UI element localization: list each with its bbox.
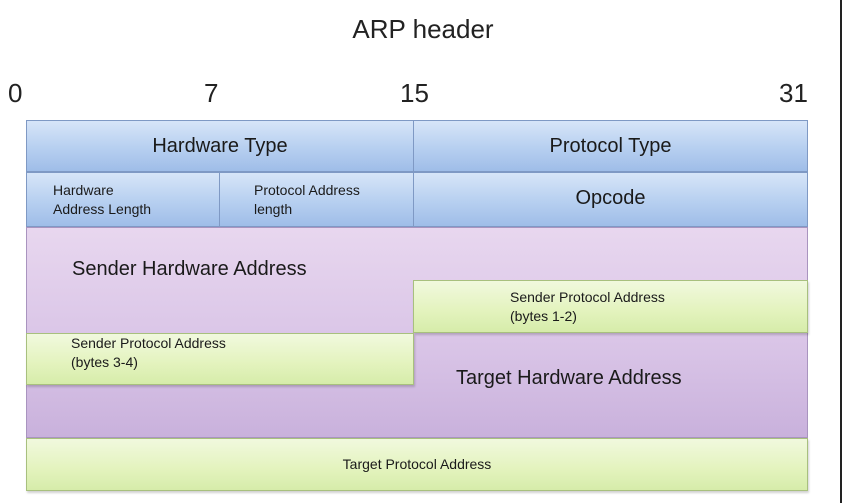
field-protocol-address-length: Protocol Address length xyxy=(219,172,414,227)
field-target-protocol-address-label: Target Protocol Address xyxy=(342,456,492,472)
bit-marker-0: 0 xyxy=(8,78,23,108)
field-hardware-type-label: Hardware Type xyxy=(152,134,288,157)
field-protocol-address-length-line-1: Protocol Address xyxy=(254,181,360,198)
field-sender-protocol-address-1-2-line-1: Sender Protocol Address xyxy=(510,288,665,305)
field-sender-protocol-address-3-4-line-1: Sender Protocol Address xyxy=(71,335,226,351)
field-sender-hardware-address-label: Sender Hardware Address xyxy=(72,258,307,280)
field-protocol-address-length-line-2: length xyxy=(254,200,293,217)
field-hardware-address-length: Hardware Address Length xyxy=(26,172,220,227)
field-sender-protocol-address-1-2: Sender Protocol Address (bytes 1-2) xyxy=(413,280,808,333)
field-hardware-address-length-line-2: Address Length xyxy=(53,200,152,217)
field-sender-protocol-address-3-4-line-2: (bytes 3-4) xyxy=(71,354,138,370)
field-hardware-address-length-line-1: Hardware xyxy=(53,181,114,198)
field-protocol-type-label: Protocol Type xyxy=(549,134,672,157)
field-target-hardware-address-label: Target Hardware Address xyxy=(456,367,682,389)
field-sender-protocol-address-3-4: Sender Protocol Address (bytes 3-4) xyxy=(26,333,414,385)
field-opcode-label: Opcode xyxy=(575,187,646,209)
field-hardware-type: Hardware Type xyxy=(26,120,414,172)
field-target-protocol-address: Target Protocol Address xyxy=(26,438,808,491)
field-protocol-type: Protocol Type xyxy=(413,120,808,172)
bit-marker-31: 31 xyxy=(779,78,808,108)
field-opcode: Opcode xyxy=(413,172,808,227)
bit-marker-15: 15 xyxy=(400,78,429,108)
diagram-title: ARP header xyxy=(352,14,494,44)
field-sender-protocol-address-1-2-line-2: (bytes 1-2) xyxy=(510,307,577,324)
right-border xyxy=(840,0,842,503)
bit-marker-7: 7 xyxy=(204,78,219,108)
